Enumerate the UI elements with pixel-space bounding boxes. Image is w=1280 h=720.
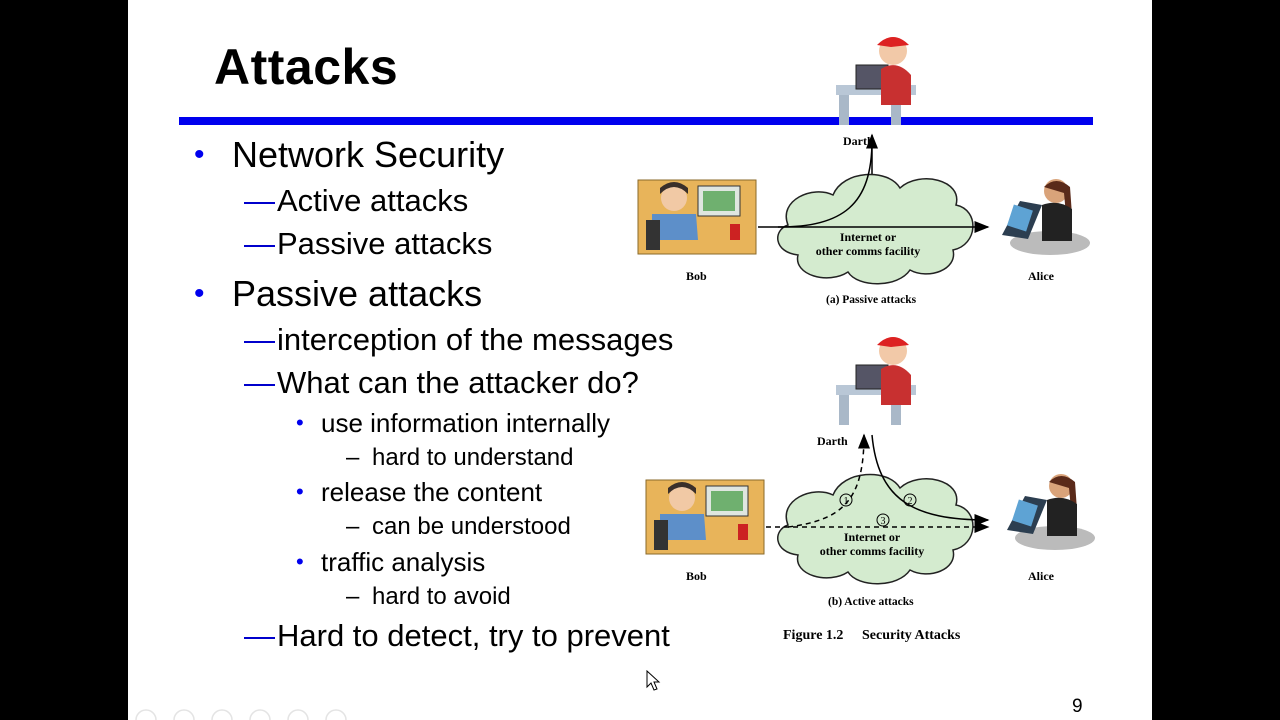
label-bob: Bob [686,569,707,583]
bullet-dot: • [296,479,304,504]
slide: Attacks • Network Security — Active atta… [128,0,1152,720]
item-traffic-analysis: traffic analysis [321,547,486,577]
dash-marker: – [346,513,360,540]
caption-passive: (a) Passive attacks [826,294,917,306]
cloud-label-line2: other comms facility [820,544,924,558]
dash-marker: — [244,226,275,261]
marker-2: 2 [908,496,913,507]
dash-marker: — [244,183,275,218]
figure-caption-text: Security Attacks [862,628,961,643]
figure-caption-label: Figure 1.2 [783,628,843,643]
sub-interception: interception of the messages [277,322,674,357]
pen-icon[interactable] [211,709,233,720]
hacker-darth-icon [836,337,916,425]
dash-marker: — [244,322,275,357]
detail-can-be-understood: can be understood [372,513,571,540]
caption-active: (b) Active attacks [828,596,914,608]
sub-what-can-attacker-do: What can the attacker do? [277,365,639,400]
bullet-dot: • [194,277,205,310]
marker-3: 3 [881,516,886,527]
cloud-label-line2: other comms facility [816,244,920,258]
bob-computer-icon [637,179,757,255]
item-release-content: release the content [321,477,543,507]
cloud-shape [777,173,974,285]
cloud-label-line1: Internet or [844,530,901,544]
item-use-information: use information internally [321,408,611,438]
dash-marker: – [346,583,360,610]
cloud-label-line1: Internet or [840,230,897,244]
bullet-dot: • [194,138,205,171]
alice-laptop-icon [1007,474,1095,550]
dash-marker: — [244,365,275,400]
cloud-shape [777,473,974,585]
sub-passive-attacks: Passive attacks [277,226,493,261]
bullet-dot: • [296,549,304,574]
detail-hard-to-understand: hard to understand [372,444,574,471]
label-alice: Alice [1028,569,1055,583]
page-number: 9 [1072,696,1083,717]
sub-active-attacks: Active attacks [277,183,469,218]
bob-computer-icon [645,479,765,555]
hacker-darth-icon [836,37,916,125]
dash-marker: – [346,444,360,471]
bullet-network-security: Network Security [232,134,505,175]
title-rule [179,117,1093,125]
label-darth: Darth [817,434,848,448]
detail-hard-to-avoid: hard to avoid [372,583,511,610]
label-alice: Alice [1028,269,1055,283]
bullet-dot: • [296,410,304,435]
more-options-icon[interactable] [325,709,347,720]
label-bob: Bob [686,269,707,283]
dash-marker: — [244,618,275,653]
security-attacks-figure: Darth Bob Internet or other comms facili… [637,37,1095,643]
slide-title: Attacks [214,39,399,95]
previous-icon[interactable] [135,709,157,720]
alice-laptop-icon [1002,179,1090,255]
closing-point: Hard to detect, try to prevent [277,618,670,653]
mouse-cursor-icon [646,670,661,691]
marker-1: 1 [844,496,849,507]
bullet-passive-attacks: Passive attacks [232,273,483,314]
next-icon[interactable] [173,709,195,720]
label-darth: Darth [843,134,874,148]
slides-icon[interactable] [249,709,271,720]
zoom-icon[interactable] [287,709,309,720]
slideshow-toolbar[interactable] [134,708,354,720]
